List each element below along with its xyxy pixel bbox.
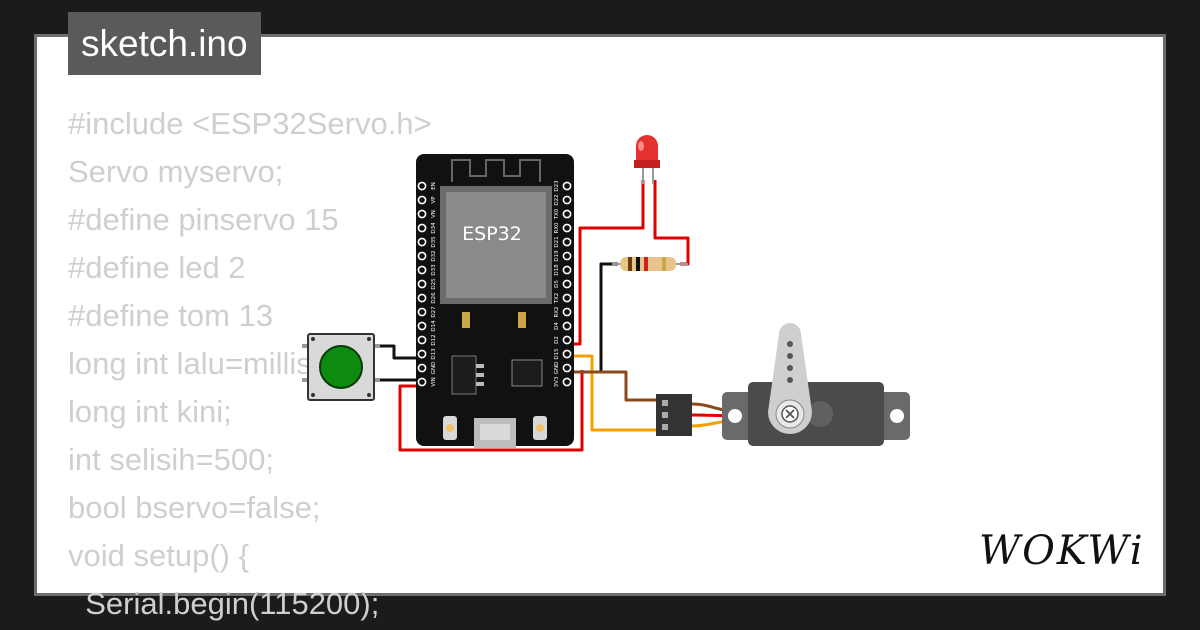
pin-d21[interactable] (562, 237, 572, 247)
code-line: void setup() { (68, 538, 249, 573)
pin-d27[interactable] (417, 307, 427, 317)
pin-label: D35 (431, 236, 437, 248)
pin-d34[interactable] (417, 223, 427, 233)
pin-label: D12 (431, 334, 437, 345)
code-line: Servo myservo; (68, 154, 284, 189)
pin-label: D32 (431, 250, 437, 261)
pin-label: D15 (554, 348, 560, 360)
code-line: bool bservo=false; (68, 490, 321, 525)
pin-3v3[interactable] (562, 377, 572, 387)
pin-label: D13 (431, 348, 437, 360)
red-led[interactable] (634, 135, 660, 184)
code-line: #define tom 13 (68, 298, 274, 333)
usb-chip (511, 359, 543, 387)
pin-label: D14 (431, 320, 437, 332)
pin-label: D23 (554, 180, 560, 192)
pin-label: RX2 (554, 306, 560, 317)
wire-gnd-servo[interactable] (567, 370, 656, 402)
code-line: int selisih=500; (68, 442, 274, 477)
pushbutton[interactable] (302, 333, 380, 401)
pin-d18[interactable] (562, 265, 572, 275)
pin-d14[interactable] (417, 321, 427, 331)
wire-d15-servo[interactable] (567, 354, 656, 432)
wires (374, 180, 690, 452)
antenna-trace (451, 159, 541, 182)
code-line: #define pinservo 15 (68, 202, 339, 237)
wokwi-logo-text: WOKWi (979, 528, 1145, 574)
pin-tx2[interactable] (562, 293, 572, 303)
pin-label: D2 (554, 336, 560, 344)
pin-label: RX0 (554, 222, 560, 234)
pin-d15[interactable] (562, 349, 572, 359)
filename-tab[interactable]: sketch.ino (68, 12, 261, 75)
wire-d2-led[interactable] (567, 180, 645, 346)
pin-tx0[interactable] (562, 209, 572, 219)
right-pin-header: D23D22TX0RX0D21D19D18D5TX2RX2D4D2D15GND3… (554, 180, 572, 387)
servo-connector (656, 394, 692, 436)
pin-label: GND (431, 362, 437, 375)
pin-d5[interactable] (562, 279, 572, 289)
pin-gnd[interactable] (417, 363, 427, 373)
wire-button-d13[interactable] (374, 344, 418, 360)
wokwi-logo[interactable]: WOKWi (975, 522, 1150, 577)
pin-d2[interactable] (562, 335, 572, 345)
pin-label: 3V3 (554, 376, 560, 387)
pin-rx2[interactable] (562, 307, 572, 317)
wire-vin-servo[interactable] (398, 370, 584, 452)
pin-label: TX2 (554, 293, 560, 305)
pin-label: D5 (554, 280, 560, 288)
pin-label: VN (431, 210, 437, 218)
servo-motor[interactable] (656, 323, 910, 446)
code-line: Serial.begin(115200); (68, 586, 380, 621)
pin-label: D25 (431, 278, 437, 290)
pin-label: D21 (554, 236, 560, 247)
pin-vin[interactable] (417, 377, 427, 387)
esp32-board[interactable]: ESP32 ENVPVND34D35D32D33D25D26D27D14D12D… (416, 154, 574, 448)
pin-d13[interactable] (417, 349, 427, 359)
pin-d26[interactable] (417, 293, 427, 303)
pin-d35[interactable] (417, 237, 427, 247)
pin-d25[interactable] (417, 279, 427, 289)
pin-d12[interactable] (417, 335, 427, 345)
code-line: #define led 2 (68, 250, 246, 285)
pin-label: D22 (554, 194, 560, 205)
pin-label: D19 (554, 250, 560, 262)
pin-label: VP (431, 196, 437, 204)
pin-d23[interactable] (562, 181, 572, 191)
pin-label: EN (431, 182, 437, 190)
code-line: #include <ESP32Servo.h> (68, 106, 432, 141)
pin-label: TX0 (554, 208, 560, 220)
pin-label: D34 (431, 222, 437, 234)
pin-d22[interactable] (562, 195, 572, 205)
pin-vp[interactable] (417, 195, 427, 205)
button-cap[interactable] (319, 345, 363, 389)
pin-label: D18 (554, 264, 560, 276)
wire-led-to-resistor[interactable] (653, 180, 690, 266)
pin-gnd[interactable] (562, 363, 572, 373)
pin-label: D26 (431, 292, 437, 304)
pin-d4[interactable] (562, 321, 572, 331)
resistor[interactable] (612, 257, 688, 271)
pin-label: GND (554, 362, 560, 375)
pin-label: VIN (431, 377, 437, 387)
code-line: long int kini; (68, 394, 232, 429)
pin-d32[interactable] (417, 251, 427, 261)
pin-label: D33 (431, 264, 437, 276)
voltage-regulator (451, 355, 477, 395)
chip-label: ESP32 (462, 223, 522, 245)
pin-en[interactable] (417, 181, 427, 191)
pin-rx0[interactable] (562, 223, 572, 233)
pin-d19[interactable] (562, 251, 572, 261)
pin-label: D4 (554, 322, 560, 330)
pin-d33[interactable] (417, 265, 427, 275)
pin-vn[interactable] (417, 209, 427, 219)
pin-label: D27 (431, 306, 437, 318)
